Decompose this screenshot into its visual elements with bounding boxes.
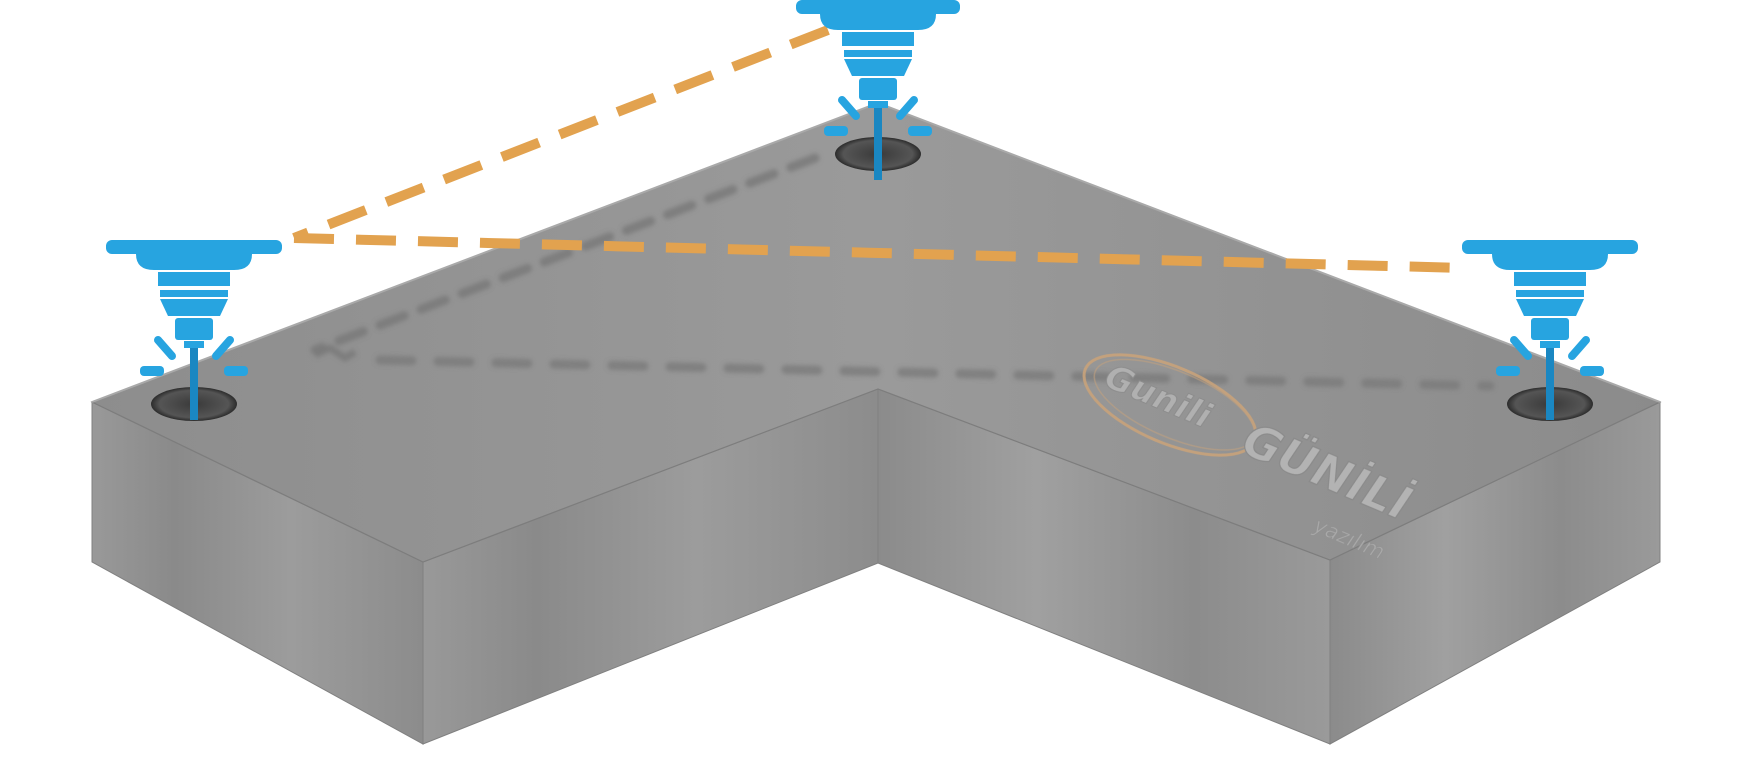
- l-shaped-workpiece: [90, 101, 1662, 745]
- cnc-spindle-icon: [1462, 240, 1638, 420]
- logo-swoosh-ring: [1082, 353, 1258, 457]
- toolpath-line: [292, 25, 1467, 273]
- cnc-spindle-icon: [106, 240, 282, 420]
- engraved-path: [310, 153, 1495, 391]
- cnc-spindle-icon: [796, 0, 960, 180]
